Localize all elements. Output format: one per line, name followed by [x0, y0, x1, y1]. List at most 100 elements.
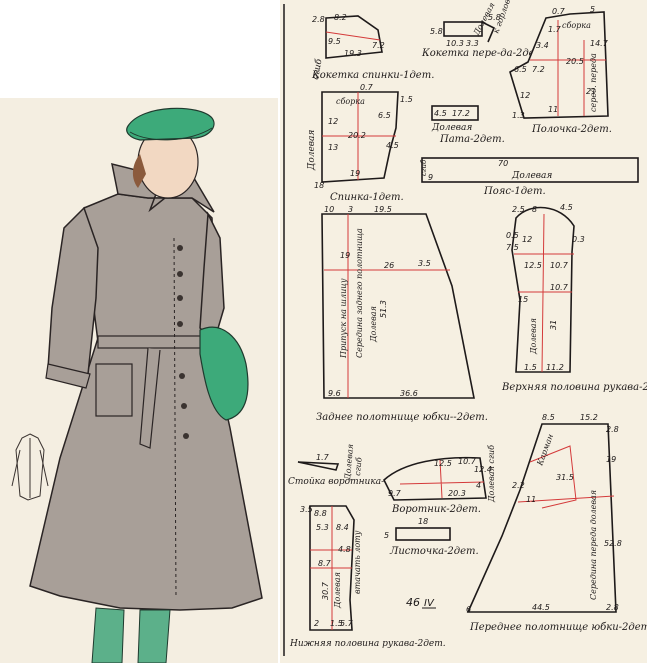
svg-text:9.7: 9.7	[388, 489, 402, 498]
svg-text:1.5: 1.5	[400, 95, 413, 104]
svg-text:8: 8	[532, 205, 537, 214]
svg-text:2.8: 2.8	[606, 425, 619, 434]
svg-text:2: 2	[314, 619, 319, 628]
svg-text:12.5: 12.5	[524, 261, 542, 270]
svg-text:10.7: 10.7	[458, 457, 477, 466]
coat-pocket	[95, 363, 133, 417]
pattern-sheet: 2.8 8.2 9.5 19.3 7.2 сгиб Кокетка спинки…	[280, 0, 647, 663]
svg-text:5.8: 5.8	[430, 27, 443, 36]
svg-text:0.7: 0.7	[360, 83, 374, 92]
svg-text:51.3: 51.3	[379, 300, 388, 318]
svg-text:12.4: 12.4	[474, 465, 492, 474]
svg-text:2.8: 2.8	[606, 603, 619, 612]
piece-tab: 4.5 17.2 Долевая Пата-2дет.	[431, 105, 505, 145]
svg-text:26: 26	[384, 261, 394, 270]
svg-text:20.2: 20.2	[348, 131, 366, 140]
piece-pocket-flap: 18 5 Листочка-2дет.	[384, 517, 479, 557]
svg-text:Долевая: Долевая	[511, 171, 552, 181]
svg-text:Середина переда долевая: Середина переда долевая	[589, 490, 598, 600]
svg-text:8.2: 8.2	[334, 13, 347, 22]
svg-text:19.3: 19.3	[344, 49, 362, 58]
svg-text:втачать лоту: втачать лоту	[353, 530, 362, 594]
svg-text:Долевая: Долевая	[431, 123, 472, 133]
svg-text:17.2: 17.2	[452, 109, 470, 118]
svg-text:46: 46	[406, 596, 420, 609]
svg-text:Нижняя половина рукава-2дет.: Нижняя половина рукава-2дет.	[289, 639, 446, 649]
svg-text:30.7: 30.7	[321, 581, 330, 600]
piece-back: сборка 0.7 1.5 12 6.5 20.2 13 4.5 19 18 …	[307, 83, 413, 203]
svg-text:13: 13	[328, 143, 338, 152]
svg-text:7.5: 7.5	[506, 243, 519, 252]
svg-text:18: 18	[314, 181, 324, 190]
pattern-drawing: 2.8 8.2 9.5 19.3 7.2 сгиб Кокетка спинки…	[283, 0, 647, 656]
svg-text:1.5: 1.5	[330, 619, 343, 628]
svg-text:Пата-2дет.: Пата-2дет.	[439, 134, 505, 145]
svg-text:5: 5	[590, 5, 595, 14]
svg-text:8.7: 8.7	[318, 559, 332, 568]
svg-text:Долевая: Долевая	[529, 318, 538, 355]
svg-text:52.8: 52.8	[604, 539, 622, 548]
svg-text:12: 12	[522, 235, 532, 244]
svg-text:12: 12	[520, 91, 530, 100]
svg-text:19: 19	[606, 455, 616, 464]
svg-text:19: 19	[340, 251, 350, 260]
svg-text:4.5: 4.5	[560, 203, 573, 212]
svg-text:20.5: 20.5	[566, 57, 584, 66]
coat-left-sleeve	[47, 206, 99, 383]
svg-text:10.7: 10.7	[550, 261, 569, 270]
flat-sketch	[11, 433, 49, 501]
svg-text:Долевая: Долевая	[307, 130, 317, 171]
svg-text:4.8: 4.8	[338, 545, 351, 554]
svg-text:31.5: 31.5	[556, 473, 574, 482]
svg-text:10.3: 10.3	[446, 39, 464, 48]
svg-text:15: 15	[518, 295, 528, 304]
svg-text:3.3: 3.3	[466, 39, 479, 48]
svg-text:12: 12	[328, 117, 338, 126]
svg-text:3.4: 3.4	[536, 41, 549, 50]
svg-text:14.7: 14.7	[590, 39, 609, 48]
svg-text:11: 11	[548, 105, 558, 114]
piece-back-yoke: 2.8 8.2 9.5 19.3 7.2 сгиб Кокетка спинки…	[310, 13, 434, 81]
piece-front-skirt: 8.5 15.2 2.8 19 31.5 2.2 11 52.8 6 44.5 …	[466, 413, 647, 633]
svg-text:6.5: 6.5	[378, 111, 391, 120]
svg-text:Кокетка пере-да-2дет.: Кокетка пере-да-2дет.	[421, 48, 547, 59]
piece-upper-sleeve: 2.5 8 4.5 0.5 7.5 12 0.3 12.5 10.7 10.7 …	[501, 203, 647, 393]
svg-text:8.8: 8.8	[314, 509, 327, 518]
svg-text:Долевая: Долевая	[343, 444, 355, 482]
svg-text:0.3: 0.3	[572, 235, 585, 244]
coat-torso	[83, 193, 215, 343]
svg-text:1.5: 1.5	[524, 363, 537, 372]
svg-text:Воротник-2дет.: Воротник-2дет.	[391, 504, 481, 515]
svg-text:31: 31	[549, 320, 558, 330]
svg-text:сгиб: сгиб	[310, 58, 325, 81]
svg-text:0.7: 0.7	[552, 7, 566, 16]
svg-text:сборка: сборка	[336, 97, 365, 106]
svg-text:9: 9	[428, 173, 433, 182]
coat-buttons	[177, 245, 189, 439]
svg-text:Заднее полотнище юбки--2дет.: Заднее полотнище юбки--2дет.	[316, 412, 488, 423]
svg-text:19.5: 19.5	[374, 205, 392, 214]
boots	[91, 607, 125, 663]
svg-text:5.3: 5.3	[316, 523, 329, 532]
svg-text:1.7: 1.7	[548, 25, 562, 34]
piece-collar: 12.5 10.7 9.7 20.3 12.4 4 Долевая сгиб В…	[383, 445, 496, 515]
piece-back-skirt: 10 3 19.5 19 26 3.5 51.3 9.6 36.6 Припус…	[316, 205, 488, 423]
svg-text:11.2: 11.2	[546, 363, 564, 372]
svg-text:10: 10	[324, 205, 334, 214]
svg-text:4.5: 4.5	[386, 141, 399, 150]
svg-text:1.7: 1.7	[316, 453, 330, 462]
svg-text:15.2: 15.2	[580, 413, 598, 422]
svg-text:21: 21	[586, 87, 596, 96]
svg-text:Верхняя половина рукава-2дет.: Верхняя половина рукава-2дет.	[501, 382, 647, 393]
svg-text:Долевая сгиб: Долевая сгиб	[487, 445, 496, 503]
svg-text:4: 4	[476, 481, 481, 490]
piece-belt: 70 9 сгиб Долевая Пояс-1дет.	[420, 157, 639, 197]
svg-text:Спинка-1дет.: Спинка-1дет.	[330, 192, 404, 203]
svg-text:Полочка-2дет.: Полочка-2дет.	[531, 124, 612, 135]
svg-text:7.2: 7.2	[372, 41, 385, 50]
svg-text:18: 18	[418, 517, 428, 526]
svg-text:6.5: 6.5	[514, 65, 527, 74]
svg-text:Долевая: Долевая	[333, 572, 342, 609]
svg-text:3.5: 3.5	[418, 259, 431, 268]
svg-text:Кокетка спинки-1дет.: Кокетка спинки-1дет.	[311, 70, 434, 81]
